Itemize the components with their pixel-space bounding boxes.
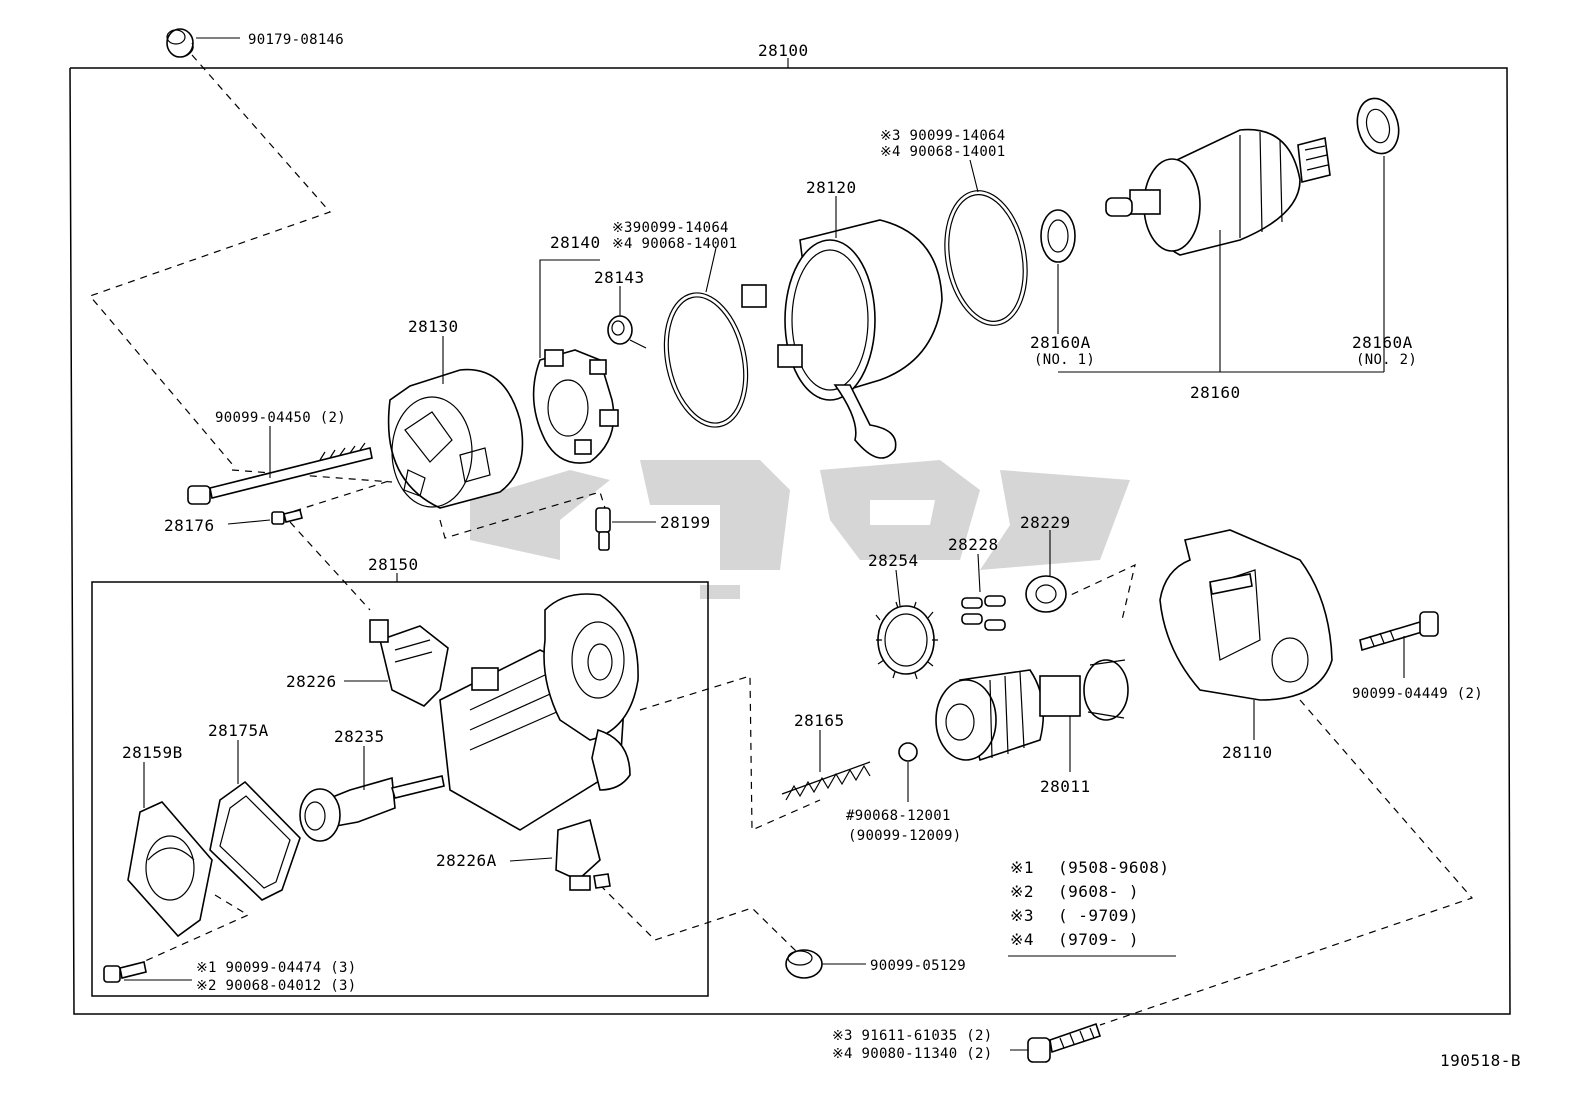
bearing-28160A-no2: 28160A (NO. 2): [1352, 97, 1417, 372]
label-28143: 28143: [594, 268, 645, 287]
nut-90179-08146: 90179-08146: [166, 28, 344, 58]
label-28160: 28160: [1190, 383, 1241, 402]
legend-row-3-mark: ※3: [1010, 906, 1034, 925]
label-28228: 28228: [948, 535, 999, 554]
spring-28143: 28143: [594, 268, 647, 349]
o-ring-mid: ※390099-14064 ※4 90068-14001: [612, 220, 749, 428]
label-28226: 28226: [286, 672, 337, 691]
bolt-bottom-91611-61035: ※3 91611-61035 (2) ※4 90080-11340 (2): [832, 1022, 1102, 1063]
part-28140-brush-holder: 28140: [532, 233, 619, 464]
legend-row-4-mark: ※4: [1010, 930, 1034, 949]
label-90099-04449: 90099-04449 (2): [1352, 686, 1483, 702]
part-28199: 28199: [595, 507, 711, 551]
watermark-logo: [470, 460, 1130, 599]
legend-row-1-range: (9508-9608): [1058, 858, 1169, 877]
label-28011: 28011: [1040, 777, 1091, 796]
bolt-90099-04474: ※1 90099-04474 (3) ※2 90068-04012 (3): [103, 960, 356, 994]
part-28160-armature: 28160: [1058, 128, 1384, 402]
label-28254: 28254: [868, 551, 919, 570]
label-90068-12001: #90068-12001: [846, 808, 951, 824]
label-28229: 28229: [1020, 513, 1071, 532]
label-90179-08146: 90179-08146: [248, 32, 344, 48]
contact-28226A: 28226A: [436, 818, 611, 891]
part-28120-yoke: 28120: [741, 178, 943, 459]
label-28160A-no2-note: (NO. 2): [1356, 352, 1417, 368]
cover-28159B: 28159B: [122, 743, 213, 938]
label-bottom-4: ※4 90080-11340 (2): [832, 1046, 992, 1062]
label-top-right-3: ※3 90099-14064: [880, 128, 1006, 144]
legend-row-1-mark: ※1: [1010, 858, 1034, 877]
legend-row-2-range: (9608- ): [1058, 882, 1139, 901]
legend-row-4-range: (9709- ): [1058, 930, 1139, 949]
pinion-clutch-28011: 28011: [935, 659, 1129, 796]
label-90099-12009: (90099-12009): [848, 828, 961, 844]
label-28120: 28120: [806, 178, 857, 197]
label-28175A: 28175A: [208, 721, 269, 740]
label-top-right-4: ※4 90068-14001: [880, 144, 1006, 160]
legend-row-3-range: ( -9709): [1058, 906, 1139, 925]
nut-90099-05129: 90099-05129: [785, 949, 966, 979]
gear-28254: 28254: [868, 551, 938, 680]
label-28159B: 28159B: [122, 743, 183, 762]
part-28130-end-frame: 28130: [387, 317, 524, 509]
bearing-28160A-no1: 28160A (NO. 1): [1030, 209, 1095, 368]
label-28226A: 28226A: [436, 851, 497, 870]
sub-assembly-frame-28150: 28150: [91, 555, 709, 997]
contact-28226: 28226: [286, 619, 449, 707]
label-90099-05129: 90099-05129: [870, 958, 966, 974]
label-28199: 28199: [660, 513, 711, 532]
applicability-legend: ※1 (9508-9608) ※2 (9608- ) ※3 ( -9709) ※…: [1008, 858, 1176, 957]
label-28165: 28165: [794, 711, 845, 730]
label-28110: 28110: [1222, 743, 1273, 762]
screw-28176: 28176: [164, 509, 303, 535]
retainer-28229: 28229: [1020, 513, 1071, 613]
rollers-28228: 28228: [948, 535, 1006, 631]
through-bolt-90099-04450: 90099-04450 (2): [187, 410, 373, 505]
bolt-90099-04449: 90099-04449 (2): [1352, 611, 1483, 702]
label-bottom-3: ※3 91611-61035 (2): [832, 1028, 992, 1044]
plunger-28235: 28235: [299, 727, 445, 842]
label-90099-04450: 90099-04450 (2): [215, 410, 346, 426]
label-28235: 28235: [334, 727, 385, 746]
spring-28165: 28165: [781, 711, 871, 801]
label-28160A-no1-note: (NO. 1): [1034, 352, 1095, 368]
magnetic-switch-housing: [439, 593, 639, 831]
label-28130: 28130: [408, 317, 459, 336]
label-bolt-2: ※2 90068-04012 (3): [196, 978, 356, 994]
label-28160A-no1: 28160A: [1030, 333, 1091, 352]
label-28140: 28140: [550, 233, 601, 252]
sub-assembly-number-label: 28150: [368, 555, 419, 574]
assembly-number-label: 28100: [758, 41, 809, 60]
legend-row-2-mark: ※2: [1010, 882, 1034, 901]
figure-code: 190518-B: [1440, 1051, 1521, 1070]
label-mid-3: ※390099-14064: [612, 220, 729, 236]
label-28160A-no2: 28160A: [1352, 333, 1413, 352]
label-bolt-1: ※1 90099-04474 (3): [196, 960, 356, 976]
ball-90068-12001: #90068-12001 (90099-12009): [846, 742, 961, 844]
assembly-frame-28100: 28100: [69, 41, 1511, 1015]
part-28110-housing: 28110: [1159, 529, 1333, 762]
label-28176: 28176: [164, 516, 215, 535]
gasket-28175A: 28175A: [208, 721, 301, 901]
o-ring-top-right: ※3 90099-14064 ※4 90068-14001: [880, 128, 1028, 326]
label-mid-4: ※4 90068-14001: [612, 236, 738, 252]
